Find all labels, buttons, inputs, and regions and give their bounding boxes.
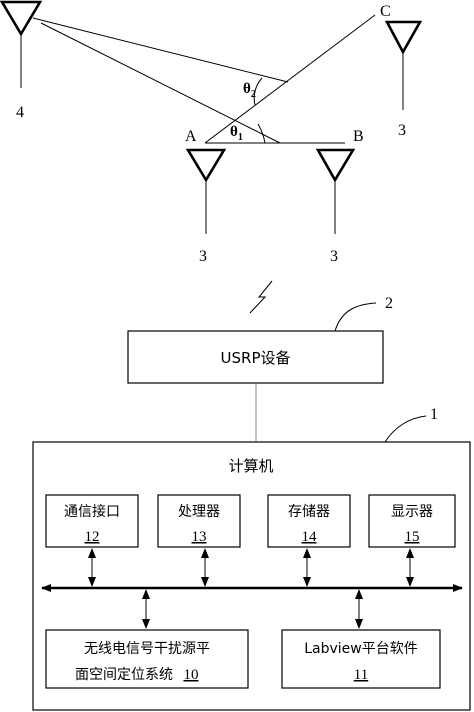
computer-ref-number: 1	[430, 406, 438, 423]
antenna-4-icon	[0, 0, 43, 88]
antenna-b-icon	[315, 148, 356, 234]
antenna-c-number: 3	[398, 122, 406, 139]
usrp-ref-leader	[334, 302, 377, 332]
antenna-a-icon	[185, 148, 227, 234]
signal-path-upper	[32, 17, 289, 83]
module-name: 存储器	[288, 504, 330, 520]
module-number: 15	[405, 529, 420, 545]
usrp-device-title: USRP设备	[221, 349, 291, 367]
usrp-device-box	[127, 330, 384, 384]
module-name: 显示器	[391, 504, 433, 520]
module-name: 通信接口	[64, 503, 120, 520]
usrp-ref-number: 2	[385, 295, 393, 312]
point-a-label: A	[185, 128, 197, 145]
theta2-subscript: 2	[251, 89, 256, 100]
antenna-4-label: 4	[16, 104, 24, 121]
signal-path-lower	[40, 22, 281, 144]
wireless-link-icon	[249, 280, 273, 314]
antenna-c-icon	[384, 20, 423, 110]
module-display: 显示器 15	[368, 494, 456, 548]
theta2-arc	[253, 77, 263, 106]
positioning-system-line2: 面空间定位系统 10	[75, 667, 198, 683]
labview-software-box: Labview平台软件 11	[281, 629, 441, 689]
computer-ref-leader	[384, 415, 427, 443]
module-storage: 存储器 14	[267, 494, 351, 548]
direction-line-ac	[204, 14, 376, 144]
theta1-subscript: 1	[238, 132, 243, 143]
point-c-label: C	[380, 3, 391, 20]
theta1-label: θ1	[230, 124, 243, 143]
positioning-system-box: 无线电信号干扰源平 面空间定位系统 10	[45, 629, 249, 689]
antenna-b-number: 3	[330, 248, 338, 265]
theta2-label: θ2	[243, 81, 256, 100]
positioning-system-line1: 无线电信号干扰源平	[84, 641, 210, 657]
module-number: 12	[85, 529, 100, 545]
theta1-arc	[257, 123, 266, 144]
module-name: 处理器	[178, 504, 220, 520]
module-number: 13	[192, 529, 207, 545]
module-comm-interface: 通信接口 12	[45, 494, 139, 548]
positioning-system-number: 10	[183, 667, 198, 683]
module-number: 14	[302, 529, 318, 545]
antenna-a-number: 3	[199, 248, 207, 265]
labview-software-number: 11	[354, 667, 368, 683]
labview-software-name: Labview平台软件	[304, 641, 418, 657]
computer-title: 计算机	[228, 457, 273, 475]
module-processor: 处理器 13	[157, 494, 241, 548]
point-b-label: B	[353, 128, 364, 145]
